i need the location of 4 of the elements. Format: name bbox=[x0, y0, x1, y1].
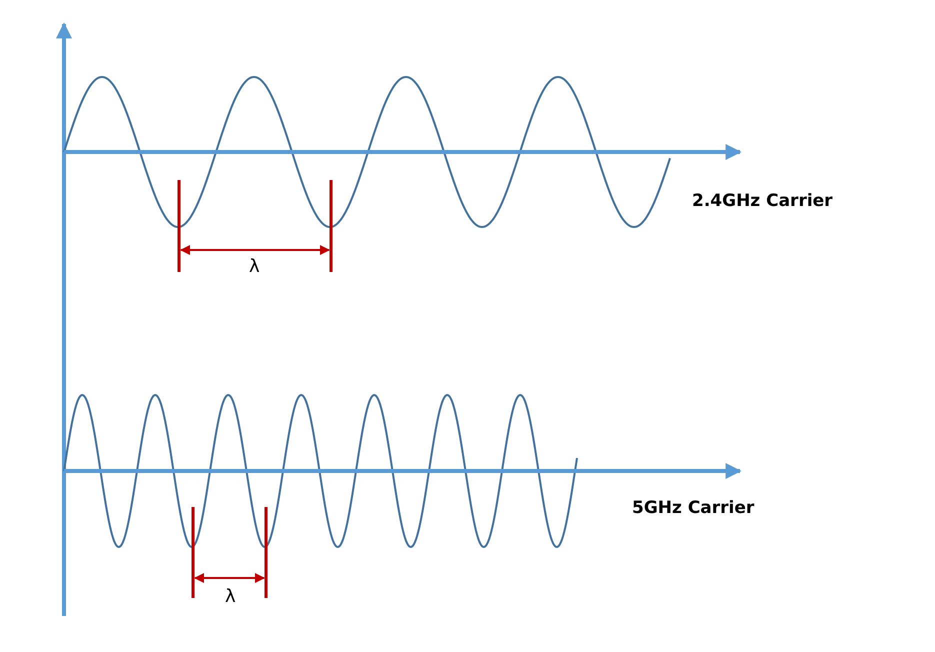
wave-label: 2.4GHz Carrier bbox=[692, 193, 833, 210]
wave-label: 5GHz Carrier bbox=[632, 500, 754, 517]
wavelength-label: λ bbox=[249, 258, 260, 276]
wavelength-label: λ bbox=[225, 588, 236, 606]
